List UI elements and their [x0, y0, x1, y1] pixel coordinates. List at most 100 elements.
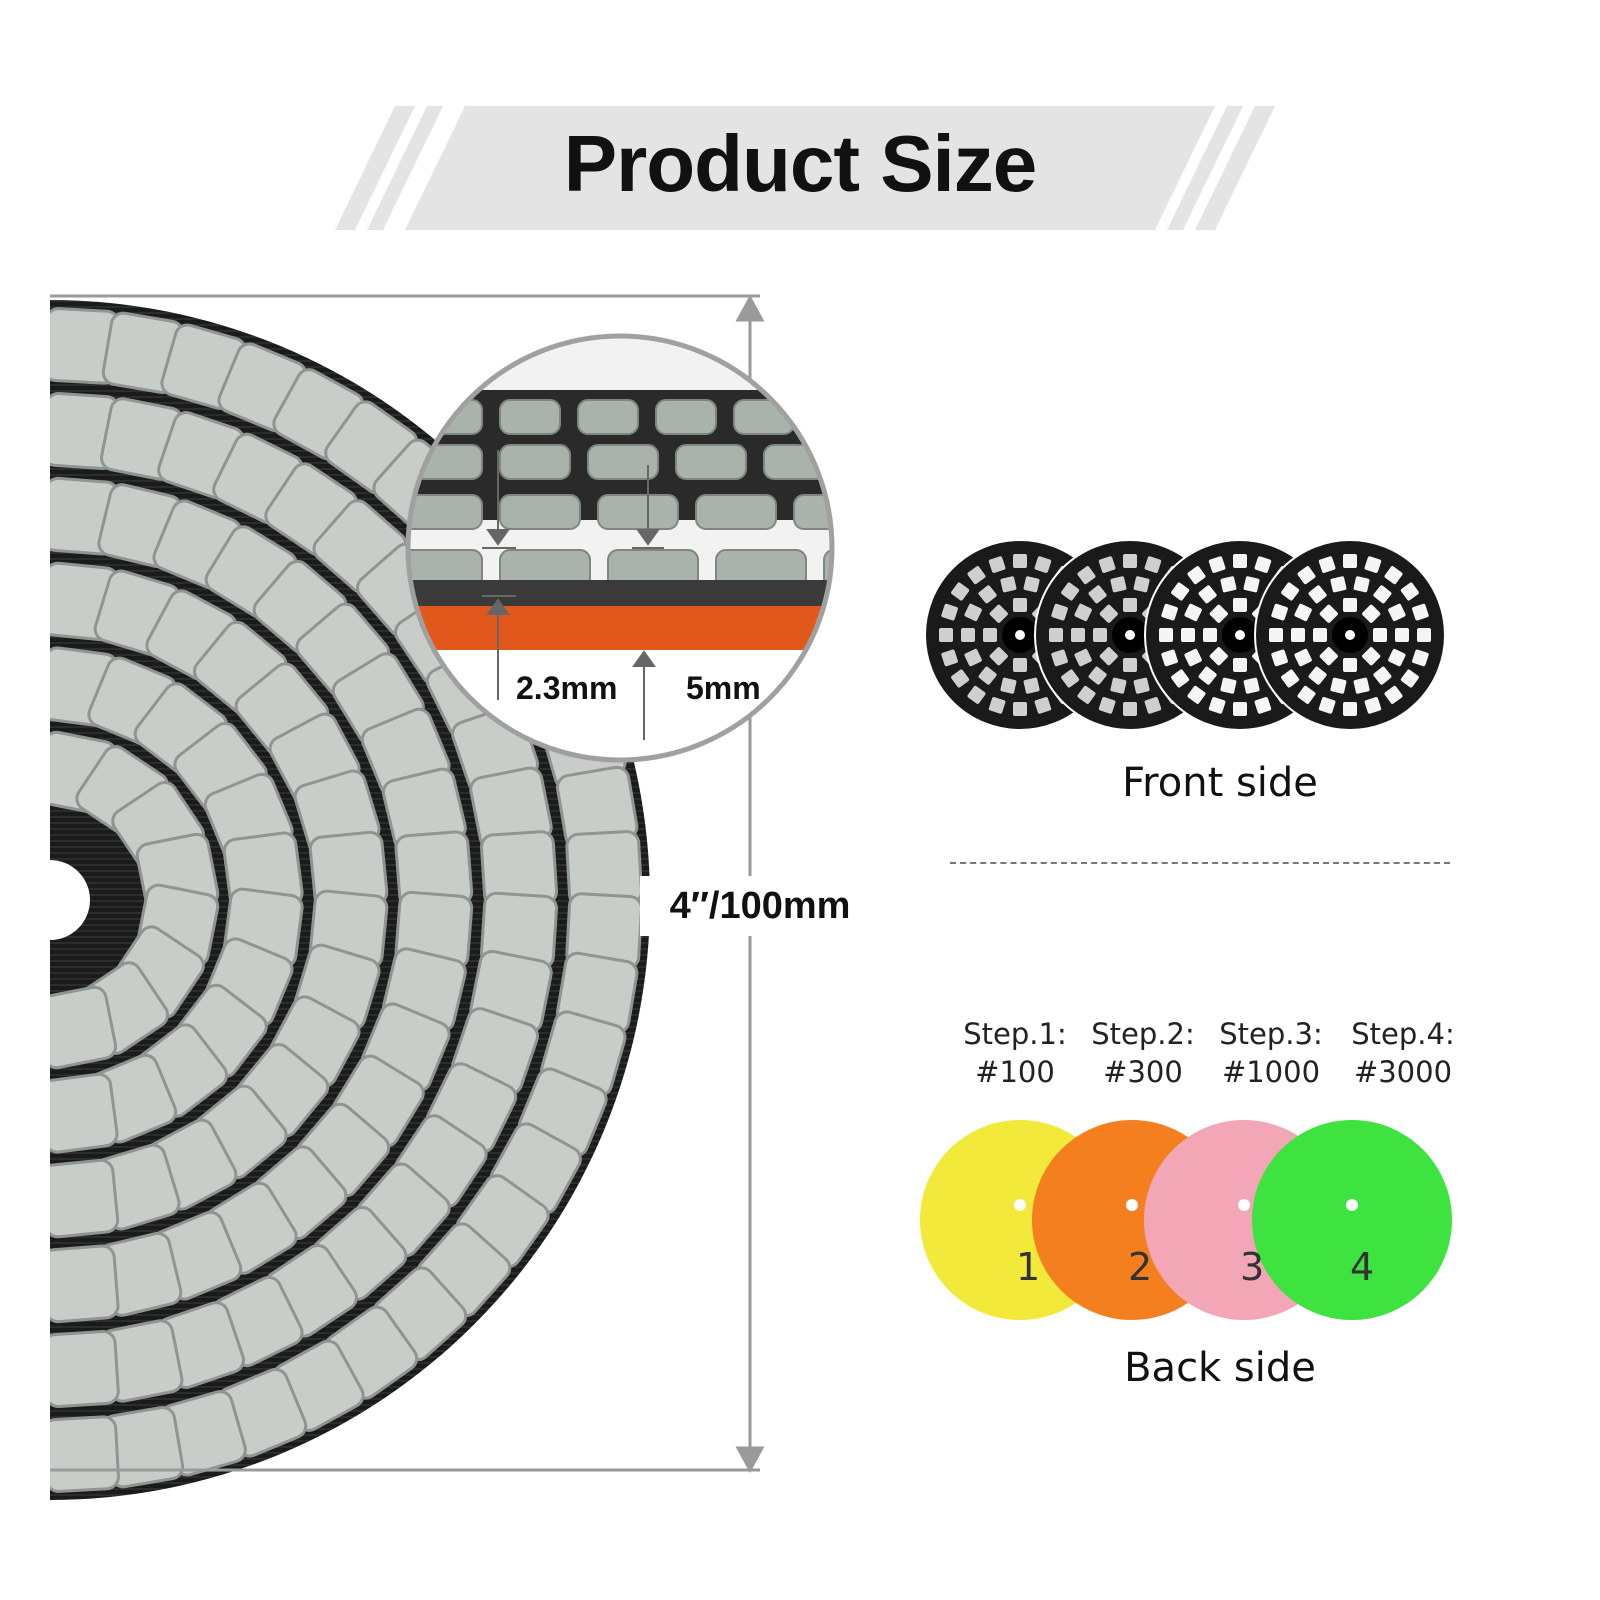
- back-side-discs: [920, 1120, 1452, 1320]
- front-disc-segment: [978, 666, 997, 685]
- pad-thickness-label: 5mm: [686, 670, 761, 706]
- front-disc-segment: [1400, 669, 1419, 688]
- front-disc-segment: [1364, 556, 1382, 573]
- front-disc-segment: [1209, 647, 1228, 666]
- front-disc-segment: [961, 628, 975, 642]
- front-disc-segment: [1343, 598, 1357, 612]
- step-3-title: Step.3:: [1219, 1017, 1323, 1051]
- front-disc-segment: [1184, 648, 1202, 667]
- front-disc-segment: [967, 685, 986, 704]
- front-disc-hole: [1345, 630, 1355, 640]
- front-disc-segment: [1417, 628, 1431, 642]
- front-disc-segment: [1373, 628, 1387, 642]
- front-disc-segment: [964, 648, 982, 667]
- front-disc-segment: [1077, 685, 1096, 704]
- front-disc-segment: [939, 628, 953, 642]
- front-disc-segment: [1184, 603, 1202, 622]
- front-disc-segment: [1013, 598, 1027, 612]
- front-disc-segment: [1123, 658, 1137, 672]
- front-disc-segment: [1209, 604, 1228, 623]
- zoom-segment: [408, 494, 483, 530]
- front-disc-segment: [1208, 556, 1226, 573]
- front-disc-hole: [1235, 630, 1245, 640]
- page-title: Product Size: [563, 119, 1038, 208]
- back-side-label: Back side: [1124, 1345, 1316, 1391]
- front-disc-segment: [1034, 697, 1052, 714]
- front-disc-segment: [1051, 649, 1068, 667]
- front-disc-segment: [1123, 554, 1137, 568]
- section-divider: [950, 862, 1450, 864]
- title-banner: [335, 106, 1275, 230]
- front-disc-segment: [1023, 677, 1040, 694]
- back-disc-4: [1252, 1120, 1452, 1320]
- front-disc-segment: [988, 556, 1006, 573]
- step-2-title: Step.2:: [1091, 1017, 1195, 1051]
- front-disc-segment: [1198, 666, 1217, 685]
- front-disc-segment: [1373, 666, 1392, 685]
- front-disc-segment: [964, 603, 982, 622]
- front-disc-segment: [1330, 677, 1347, 694]
- front-disc-segment: [1110, 677, 1127, 694]
- back-disc-hole: [1126, 1199, 1138, 1211]
- front-disc-segment: [1254, 697, 1272, 714]
- front-disc-segment: [1313, 628, 1327, 642]
- zoom-segment: [499, 494, 581, 530]
- front-disc-segment: [1049, 628, 1063, 642]
- front-disc-segment: [1281, 582, 1300, 601]
- pad-segment: [50, 985, 118, 1070]
- back-disc-hole: [1014, 1199, 1026, 1211]
- zoom-segment: [499, 444, 571, 480]
- front-disc-segment: [1291, 628, 1305, 642]
- zoom-segment: [577, 399, 639, 435]
- front-disc-segment: [988, 697, 1006, 714]
- front-disc-segment: [1318, 697, 1336, 714]
- front-disc-segment: [1362, 604, 1381, 623]
- front-disc-segment: [1412, 603, 1429, 621]
- front-disc-segment: [1384, 685, 1403, 704]
- front-disc-segment: [1364, 697, 1382, 714]
- front-disc-segment: [1254, 556, 1272, 573]
- zoom-segment: [763, 444, 832, 480]
- zoom-segment: [597, 494, 679, 530]
- front-disc-segment: [941, 649, 958, 667]
- pad-segment: [50, 1072, 119, 1154]
- step-1-title: Step.1:: [963, 1017, 1067, 1051]
- front-disc-segment: [1034, 556, 1052, 573]
- front-disc-segment: [1395, 628, 1409, 642]
- front-disc-segment: [1013, 554, 1027, 568]
- front-disc-segment: [1000, 576, 1017, 593]
- front-disc-segment: [1294, 648, 1312, 667]
- front-disc-segment: [1269, 628, 1283, 642]
- zoom-segment: [499, 399, 561, 435]
- front-disc-segment: [1294, 603, 1312, 622]
- front-disc-segment: [1308, 666, 1327, 685]
- front-disc-segment: [1099, 604, 1118, 623]
- front-disc-segment: [1144, 697, 1162, 714]
- front-disc-segment: [1123, 702, 1137, 716]
- step-2: Step.2: #300: [1078, 1015, 1208, 1091]
- pad-segment: [50, 1415, 120, 1493]
- back-disc-number-1: 1: [1016, 1245, 1041, 1289]
- front-disc-hole: [1015, 630, 1025, 640]
- front-disc-segment: [1159, 628, 1173, 642]
- step-4-grit: #3000: [1353, 1055, 1453, 1089]
- step-4-title: Step.4:: [1351, 1017, 1455, 1051]
- step-1-grit: #100: [975, 1055, 1055, 1089]
- back-disc-number-3: 3: [1240, 1245, 1265, 1289]
- front-disc-segment: [1074, 648, 1092, 667]
- front-disc-segment: [1233, 702, 1247, 716]
- front-disc-segment: [1203, 628, 1217, 642]
- front-disc-segment: [1074, 603, 1092, 622]
- front-disc-segment: [1061, 582, 1080, 601]
- front-disc-segment: [1099, 647, 1118, 666]
- front-disc-segment: [1098, 556, 1116, 573]
- front-disc-segment: [1071, 628, 1085, 642]
- zoom-segment: [675, 444, 747, 480]
- back-disc-number-2: 2: [1128, 1245, 1153, 1289]
- step-3-grit: #1000: [1221, 1055, 1321, 1089]
- front-disc-segment: [1271, 649, 1288, 667]
- front-disc-segment: [951, 669, 970, 688]
- diameter-label: 4″/100mm: [640, 876, 880, 936]
- front-disc-segment: [1088, 585, 1107, 604]
- front-disc-segment: [1373, 585, 1392, 604]
